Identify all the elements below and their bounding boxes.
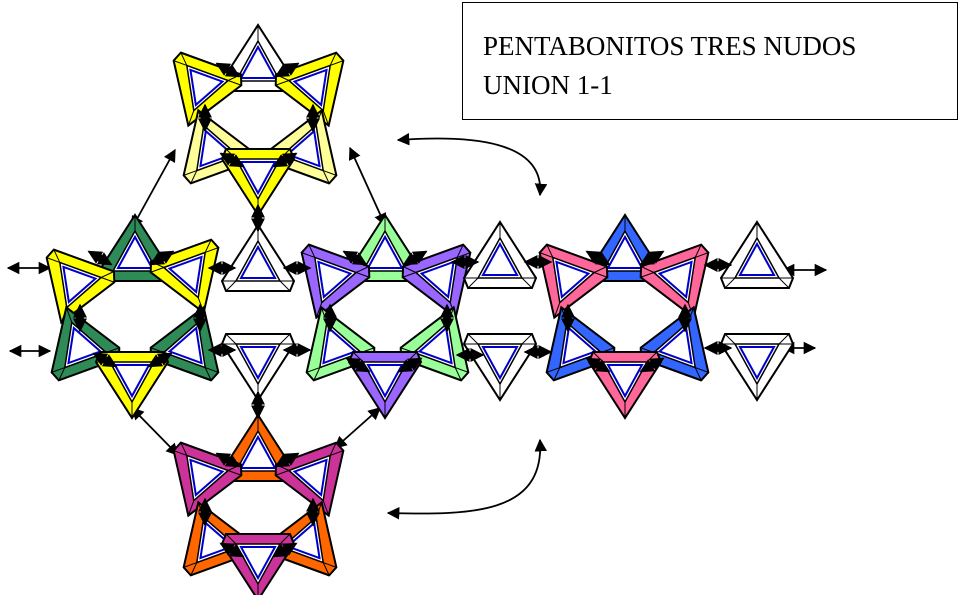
right-joint-1: [585, 250, 611, 266]
joint-h: [523, 345, 553, 359]
arrow-top-to-left: [131, 148, 176, 230]
right-joint-6: [639, 357, 665, 373]
fold-arrow-bottom: [386, 438, 548, 520]
far-right-white-unit-bottom: [719, 333, 795, 402]
link-layer: [73, 62, 733, 558]
bottom-joint-1: [215, 452, 241, 468]
top-joint-5: [219, 152, 245, 168]
connector-layer: [6, 132, 828, 520]
middle-joint-4: [440, 303, 454, 333]
joint-g: [455, 348, 485, 362]
joint-middle-to-bottom: [251, 390, 265, 420]
top-joint-6: [272, 152, 298, 168]
bottom-cluster-unit-6: [220, 533, 296, 595]
middle-joint-6: [397, 357, 423, 373]
middle-white-unit-top: [220, 223, 296, 292]
joint-c: [207, 343, 237, 357]
arrow-top-to-middle: [348, 146, 387, 227]
left-cluster-unit-2: [45, 248, 116, 325]
bottom-joint-6: [272, 542, 298, 558]
left-joint-5: [92, 352, 118, 368]
center-white-unit-top: [462, 220, 538, 289]
joint-top-to-middle: [251, 203, 265, 233]
bottom-joint-3: [198, 497, 212, 527]
fold-arrow-top: [396, 132, 548, 197]
middle-joint-5: [345, 357, 371, 373]
title-line-2: UNION 1-1: [483, 70, 613, 101]
right-joint-5: [585, 357, 611, 373]
far-right-white-unit-top: [719, 220, 795, 289]
right-joint-2: [639, 250, 665, 266]
joint-b: [282, 261, 312, 275]
left-joint-6: [147, 352, 173, 368]
right-joint-4: [678, 303, 692, 333]
bottom-joint-2: [274, 452, 300, 468]
left-joint-3: [73, 303, 87, 333]
center-white-unit-bottom: [462, 333, 538, 402]
middle-joint-2: [402, 250, 428, 266]
title-line-1: PENTABONITOS TRES NUDOS: [483, 31, 857, 61]
right-joint-3: [561, 303, 575, 333]
bottom-joint-4: [306, 497, 320, 527]
bottom-joint-5: [219, 542, 245, 558]
joint-a: [207, 261, 237, 275]
top-joint-4: [306, 103, 320, 133]
top-joint-2: [274, 62, 300, 78]
left-joint-1: [87, 250, 113, 266]
left-joint-4: [193, 303, 207, 333]
middle-white-unit-bottom: [220, 333, 296, 402]
joint-i: [703, 258, 733, 272]
middle-joint-1: [342, 250, 368, 266]
title-box: PENTABONITOS TRES NUDOS UNION 1-1: [462, 2, 958, 120]
joint-d: [282, 343, 312, 357]
left-joint-2: [149, 250, 175, 266]
joint-j: [703, 341, 733, 355]
arrow-left-to-bottom: [131, 407, 179, 456]
middle-joint-3: [323, 303, 337, 333]
top-joint-1: [215, 62, 241, 78]
arrow-middle-to-bottom: [334, 407, 381, 449]
joint-e: [450, 255, 480, 269]
joint-f: [523, 255, 553, 269]
top-joint-3: [198, 103, 212, 133]
